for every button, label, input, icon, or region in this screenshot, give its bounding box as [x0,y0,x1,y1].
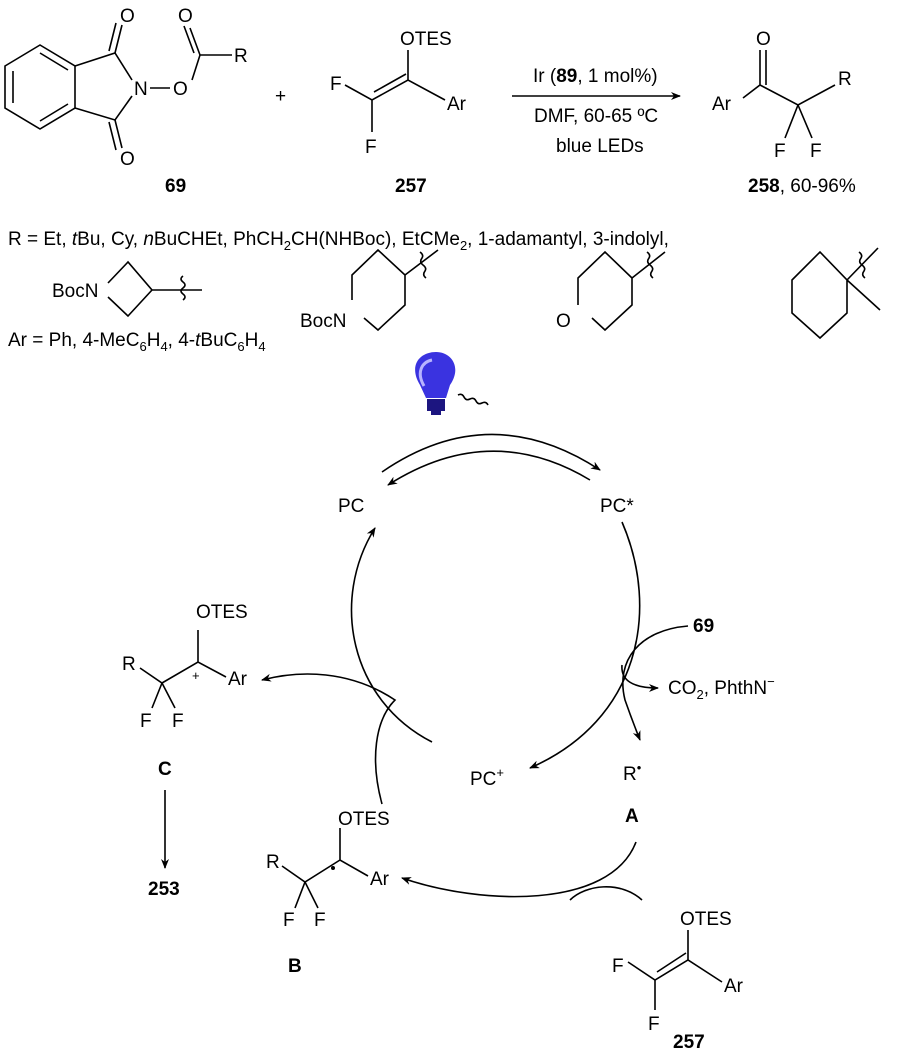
oxidation-arrow [261,673,397,805]
compound-label-257: 257 [395,176,427,197]
radical-r: R• [623,760,642,785]
ring-oxygen: O [556,311,571,332]
atom-o: O [756,29,771,50]
atom-f: F [810,141,822,162]
atom-ar: Ar [228,669,248,690]
atom-r: R [266,852,280,873]
atom-f: F [648,1014,660,1035]
atom-otes: OTES [400,29,452,50]
methylcyclohexyl-substituent [791,247,881,340]
fragmentation-arrow [622,625,689,741]
product-label: 258, 60-96% [748,176,856,197]
atom-f: F [330,74,342,95]
piperidine-substituent: BocN [300,248,439,332]
atom-otes: OTES [338,809,390,830]
intermediate-label-c: C [158,759,172,780]
azetidine-substituent: BocN [52,260,202,318]
r-substituent-list: R = Et, tBu, Cy, nBuCHEt, PhCH2CH(NHBoc)… [8,229,669,253]
catalyst-text: Ir (89, 1 mol%) [533,66,658,87]
atom-ar: Ar [712,94,732,115]
atom-f: F [283,910,295,931]
intermediate-b-structure: R OTES Ar F F [266,809,390,931]
atom-f: F [172,711,184,732]
atom-r: R [234,46,248,67]
cation-charge: + [192,668,200,683]
atom-ar: Ar [724,976,744,997]
atom-ar: Ar [370,869,390,890]
atom-otes: OTES [680,909,732,930]
atom-o: O [173,79,188,100]
radical-addition-arrow [401,841,637,898]
product-258-structure: O Ar R F F [712,29,852,162]
light-wave-icon [457,393,489,406]
atom-n: N [134,79,148,100]
atom-r: R [838,69,852,90]
atom-ar: Ar [447,94,467,115]
photocatalyst-excited: PC* [600,496,634,517]
intermediate-c-structure: + R OTES Ar F F [122,602,248,732]
intermediate-label-a: A [625,806,639,827]
reagent-257-entry-arc [569,886,643,901]
photocatalyst-oxidized: PC+ [470,765,504,790]
solvent-temperature: DMF, 60-65 ºC [534,106,658,127]
light-source: blue LEDs [556,136,644,157]
boc-n-label: BocN [300,311,346,332]
light-bulb-icon [415,352,456,415]
atom-o: O [120,6,135,27]
relaxation-arrow [387,450,591,486]
reagent-257-structure: F F OTES Ar [330,29,467,158]
compound-label-69: 69 [165,176,186,197]
atom-f: F [365,137,377,158]
tetrahydropyran-substituent: O [556,250,666,332]
atom-o: O [120,149,135,170]
atom-f: F [140,711,152,732]
atom-f: F [612,956,624,977]
oxidative-quench-arc [529,521,641,769]
atom-f: F [314,910,326,931]
atom-otes: OTES [196,602,248,623]
reagent-69-label: 69 [693,616,714,637]
excitation-arrow [381,433,601,473]
reagent-257-structure-bottom: F F OTES Ar [612,909,744,1035]
intermediate-label-b: B [288,956,302,977]
byproduct-arrow [621,664,659,692]
boc-n-label: BocN [52,281,98,302]
atom-r: R [122,654,136,675]
reagent-69-structure: O O N O O R [4,6,248,170]
reagent-257-label: 257 [673,1032,705,1053]
plus-sign: + [275,86,286,107]
photocatalyst-pc: PC [338,496,364,517]
regeneration-arc [350,527,433,743]
atom-o: O [178,6,193,27]
atom-f: F [774,141,786,162]
ar-substituent-list: Ar = Ph, 4-MeC6H4, 4-tBuC6H4 [8,330,266,354]
byproducts: CO2, PhthN− [668,674,775,702]
product-label-253: 253 [148,879,180,900]
